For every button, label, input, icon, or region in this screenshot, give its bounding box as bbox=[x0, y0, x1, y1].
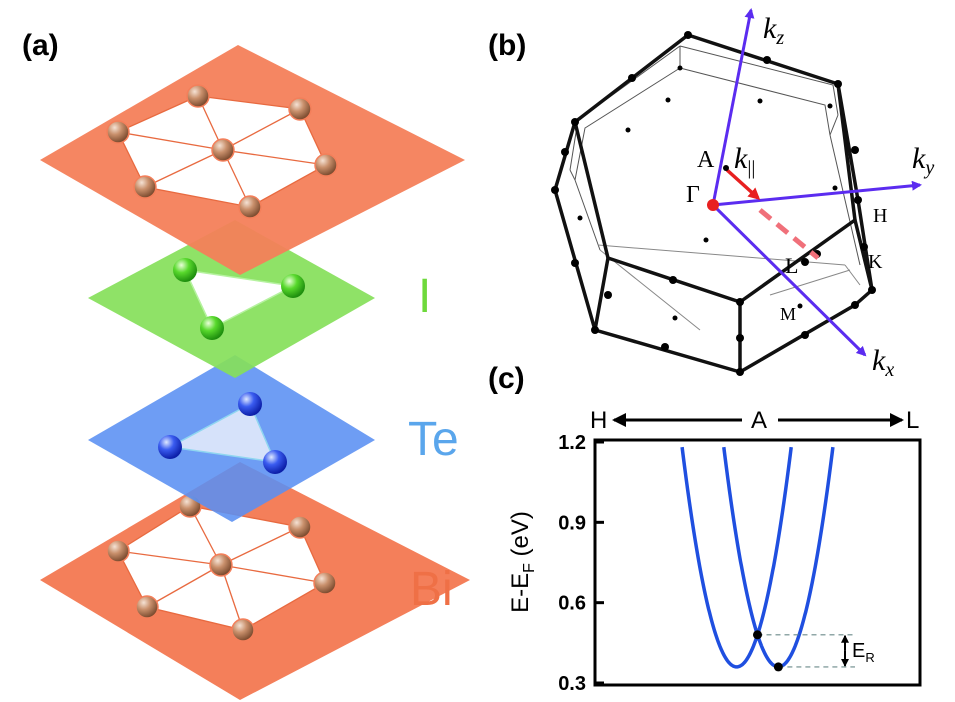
kz-vector bbox=[711, 8, 755, 206]
kpath-label-a: A bbox=[751, 407, 767, 434]
band-crossing-point bbox=[753, 630, 762, 640]
er-label: ER bbox=[852, 640, 875, 665]
gamma-point bbox=[707, 199, 719, 211]
y-tick-label: 0.3 bbox=[558, 673, 586, 695]
brillouin-zone: kz ky kx k|| A Γ H K L M bbox=[551, 8, 934, 381]
y-axis-label: E-EF (eV) bbox=[507, 511, 538, 613]
gamma-l-dashed-path bbox=[758, 208, 820, 260]
plot-frame bbox=[593, 438, 922, 687]
m-label: M bbox=[780, 304, 796, 324]
l-label: L bbox=[785, 253, 798, 278]
bi-layer-top bbox=[40, 45, 465, 275]
kpar-label: k|| bbox=[734, 142, 755, 179]
panel-label-a: (a) bbox=[22, 29, 59, 62]
rashba-annotation: ER bbox=[753, 630, 875, 672]
ky-label: ky bbox=[912, 142, 934, 179]
kz-label: kz bbox=[763, 12, 784, 49]
band-minimum-point bbox=[773, 662, 783, 672]
kpath-label-h: H bbox=[590, 407, 607, 434]
bi-atoms-bottom bbox=[106, 494, 337, 642]
i-layer bbox=[88, 220, 375, 378]
y-tick-labels: 1.2 0.9 0.6 0.3 bbox=[558, 432, 586, 695]
y-tick-label: 1.2 bbox=[558, 432, 586, 454]
y-tick-label: 0.6 bbox=[558, 593, 586, 615]
label-Te: Te bbox=[408, 413, 459, 466]
band-curve-1 bbox=[680, 446, 793, 669]
kpath-header: H A L bbox=[590, 407, 919, 434]
bz-dots bbox=[551, 31, 876, 376]
a-point bbox=[723, 165, 729, 171]
k-label: K bbox=[868, 251, 883, 273]
kx-label: kx bbox=[872, 344, 894, 381]
te-layer bbox=[88, 355, 375, 522]
bi-layer-bottom bbox=[40, 462, 470, 700]
kpar-vector bbox=[725, 168, 761, 201]
band-chart: H A L 1.2 0.9 0.6 0.3 E-EF (eV) ER bbox=[507, 407, 922, 695]
te-triangle bbox=[167, 402, 277, 463]
ky-vector bbox=[712, 180, 922, 207]
te-atoms bbox=[158, 392, 287, 474]
a-label: A bbox=[697, 147, 715, 173]
h-label: H bbox=[873, 205, 887, 227]
kpath-label-l: L bbox=[906, 407, 919, 434]
label-I: I bbox=[418, 270, 431, 323]
bz-back-edges bbox=[569, 45, 861, 331]
label-Bi: Bi bbox=[410, 563, 453, 616]
i-atoms bbox=[173, 258, 305, 340]
y-tick-label: 0.9 bbox=[558, 512, 586, 534]
panel-label-c: (c) bbox=[488, 362, 525, 395]
y-ticks bbox=[595, 440, 604, 685]
gamma-label: Γ bbox=[686, 182, 700, 208]
panel-label-b: (b) bbox=[488, 29, 526, 62]
kx-vector bbox=[711, 203, 867, 357]
bi-atoms-top bbox=[106, 84, 338, 219]
i-triangle bbox=[183, 269, 296, 330]
